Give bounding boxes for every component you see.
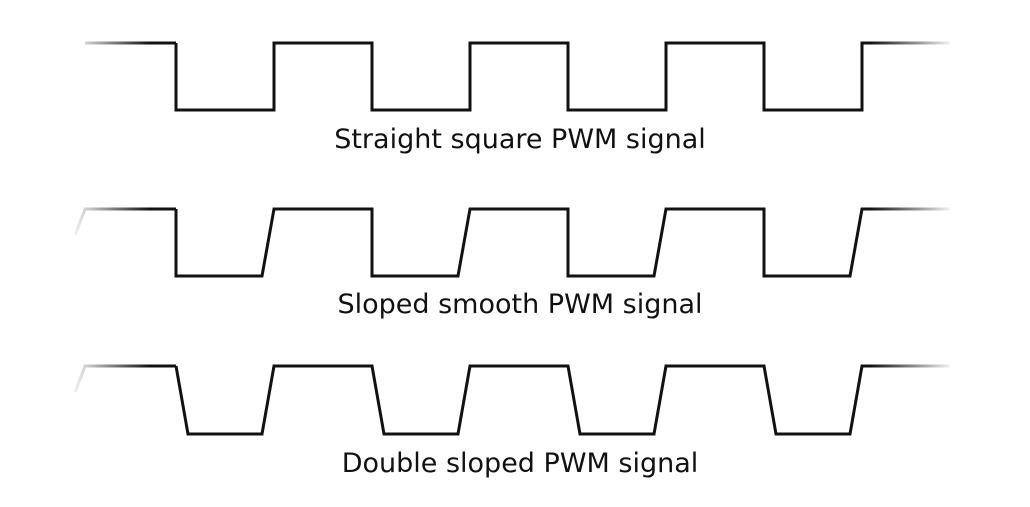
double-sloped-caption: Double sloped PWM signal <box>342 448 699 479</box>
sloped-smooth-signal: Sloped smooth PWM signal <box>73 207 950 320</box>
straight-square-waveform <box>174 41 872 112</box>
double-sloped-lead-in <box>73 364 176 393</box>
straight-square-caption: Straight square PWM signal <box>334 124 706 155</box>
sloped-smooth-lead-in <box>73 207 176 236</box>
double-sloped-waveform <box>174 364 872 436</box>
straight-square-signal: Straight square PWM signal <box>85 41 950 155</box>
sloped-smooth-waveform <box>174 207 872 278</box>
sloped-smooth-caption: Sloped smooth PWM signal <box>337 289 702 320</box>
double-sloped-signal: Double sloped PWM signal <box>73 364 950 479</box>
